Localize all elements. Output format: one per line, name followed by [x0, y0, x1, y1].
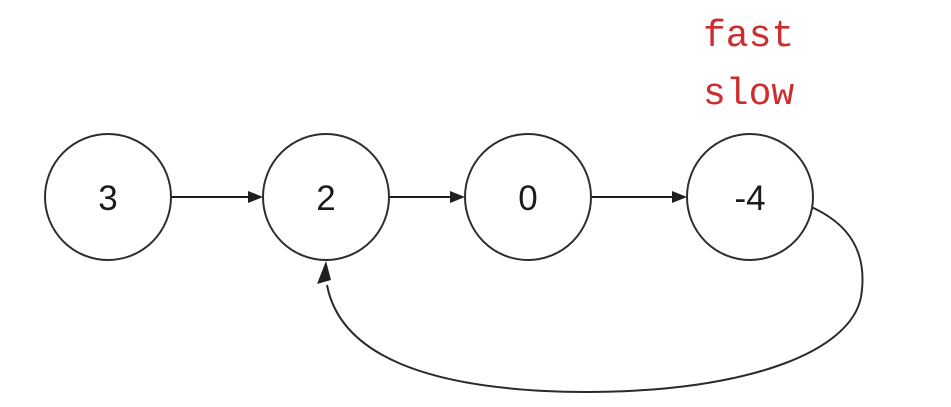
cycle-edge-curve [326, 205, 864, 394]
list-node-0-value: 0 [518, 179, 537, 218]
edge-2-to-0-arrowhead-icon [450, 191, 465, 203]
list-node-neg4: -4 [686, 133, 814, 261]
list-node-0-circle [464, 133, 592, 261]
cycle-edge-4-to-2 [317, 205, 864, 394]
list-node-2-value: 2 [316, 179, 335, 218]
fast-pointer-label: fast [703, 15, 794, 58]
slow-pointer-label: slow [703, 73, 794, 116]
edge-2-to-0 [389, 191, 465, 203]
edge-0-to-4-arrowhead-icon [672, 191, 687, 203]
list-node-3-circle [44, 133, 172, 261]
list-node-2-circle [262, 133, 390, 261]
edge-3-to-2 [171, 191, 263, 203]
list-node-0: 0 [464, 133, 592, 261]
cycle-edge-arrowhead-icon [317, 261, 331, 284]
edge-0-to-4 [591, 191, 687, 203]
list-node-neg4-value: -4 [734, 179, 765, 218]
list-node-2: 2 [262, 133, 390, 261]
edge-3-to-2-arrowhead-icon [248, 191, 263, 203]
list-node-neg4-circle [686, 133, 814, 261]
list-node-3: 3 [44, 133, 172, 261]
list-node-3-value: 3 [98, 179, 117, 218]
